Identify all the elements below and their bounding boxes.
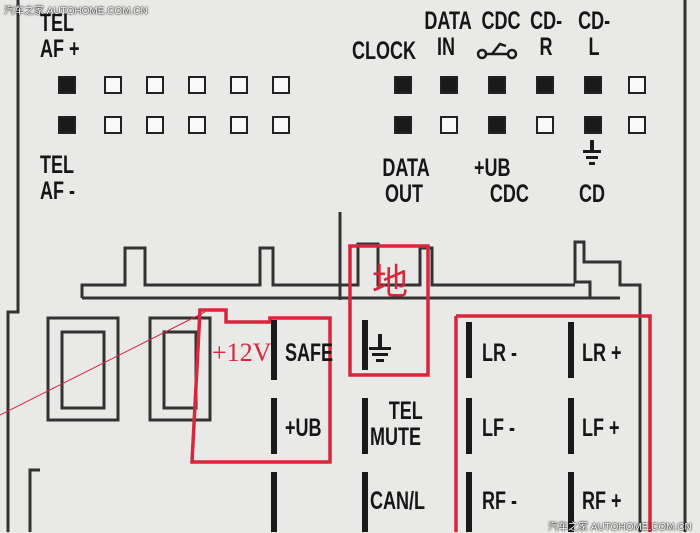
pin-filled: [584, 76, 602, 94]
pin-filled: [58, 76, 76, 94]
pin-bar: [362, 398, 368, 454]
pin-empty: [188, 116, 206, 134]
pin-bar: [568, 322, 574, 378]
pin-bar: [466, 472, 472, 532]
pin-empty: [440, 116, 458, 134]
pin-filled: [536, 76, 554, 94]
watermark-bottom: 汽车之家 AUTOHOME.COM.CN: [548, 522, 692, 533]
pin-empty: [146, 116, 164, 134]
label-can-l: CAN/L: [370, 487, 426, 515]
watermark-top: 汽车之家 AUTOHOME.COM.CN: [4, 6, 148, 17]
pin-empty: [104, 116, 122, 134]
pin-bar: [362, 320, 368, 370]
pin-empty: [146, 76, 164, 94]
pin-empty: [536, 116, 554, 134]
label-cd-r: CD-R: [530, 7, 563, 61]
12v-annotation-box: [190, 308, 332, 464]
pin-filled: [488, 76, 506, 94]
speaker-annotation-box: [454, 314, 652, 532]
label-safe: SAFE: [285, 339, 334, 367]
pin-bar: [271, 320, 277, 380]
pin-empty: [628, 76, 646, 94]
pin-empty: [272, 116, 290, 134]
ground-annotation: 地: [372, 262, 409, 302]
label-cd-ground: CD: [578, 180, 605, 208]
pin-bar: [568, 472, 574, 532]
pin-filled: [58, 116, 76, 134]
ground-annotation-box: [348, 244, 430, 377]
label-lf-plus: LF +: [582, 414, 620, 442]
label-cd-l: CD-L: [578, 7, 611, 61]
pin-bar: [271, 398, 277, 454]
plus12v-annotation: +12V: [212, 338, 272, 367]
pin-empty: [230, 116, 248, 134]
pin-bar: [466, 322, 472, 378]
pin-filled: [394, 116, 412, 134]
label-clock: CLOCK: [352, 37, 417, 65]
pin-bar: [466, 398, 472, 454]
pin-bar: [271, 472, 277, 532]
pin-filled: [394, 76, 412, 94]
label-cdc-top: CDC: [481, 7, 521, 35]
pin-filled: [584, 116, 602, 134]
pin-empty: [104, 76, 122, 94]
label-lr-minus: LR -: [482, 339, 517, 367]
label-lf-minus: LF -: [482, 414, 515, 442]
pin-filled: [440, 76, 458, 94]
label-rf-minus: RF -: [482, 487, 517, 515]
pin-empty: [188, 76, 206, 94]
pin-bar: [568, 398, 574, 454]
label-ub: +UB: [285, 414, 322, 442]
label-lr-plus: LR +: [582, 339, 622, 367]
pin-empty: [230, 76, 248, 94]
label-rf-plus: RF +: [582, 487, 622, 515]
pin-empty: [272, 76, 290, 94]
cdc-symbol-icon: [476, 42, 518, 60]
pin-empty: [628, 116, 646, 134]
pin-bar: [362, 472, 368, 532]
pin-filled: [488, 116, 506, 134]
